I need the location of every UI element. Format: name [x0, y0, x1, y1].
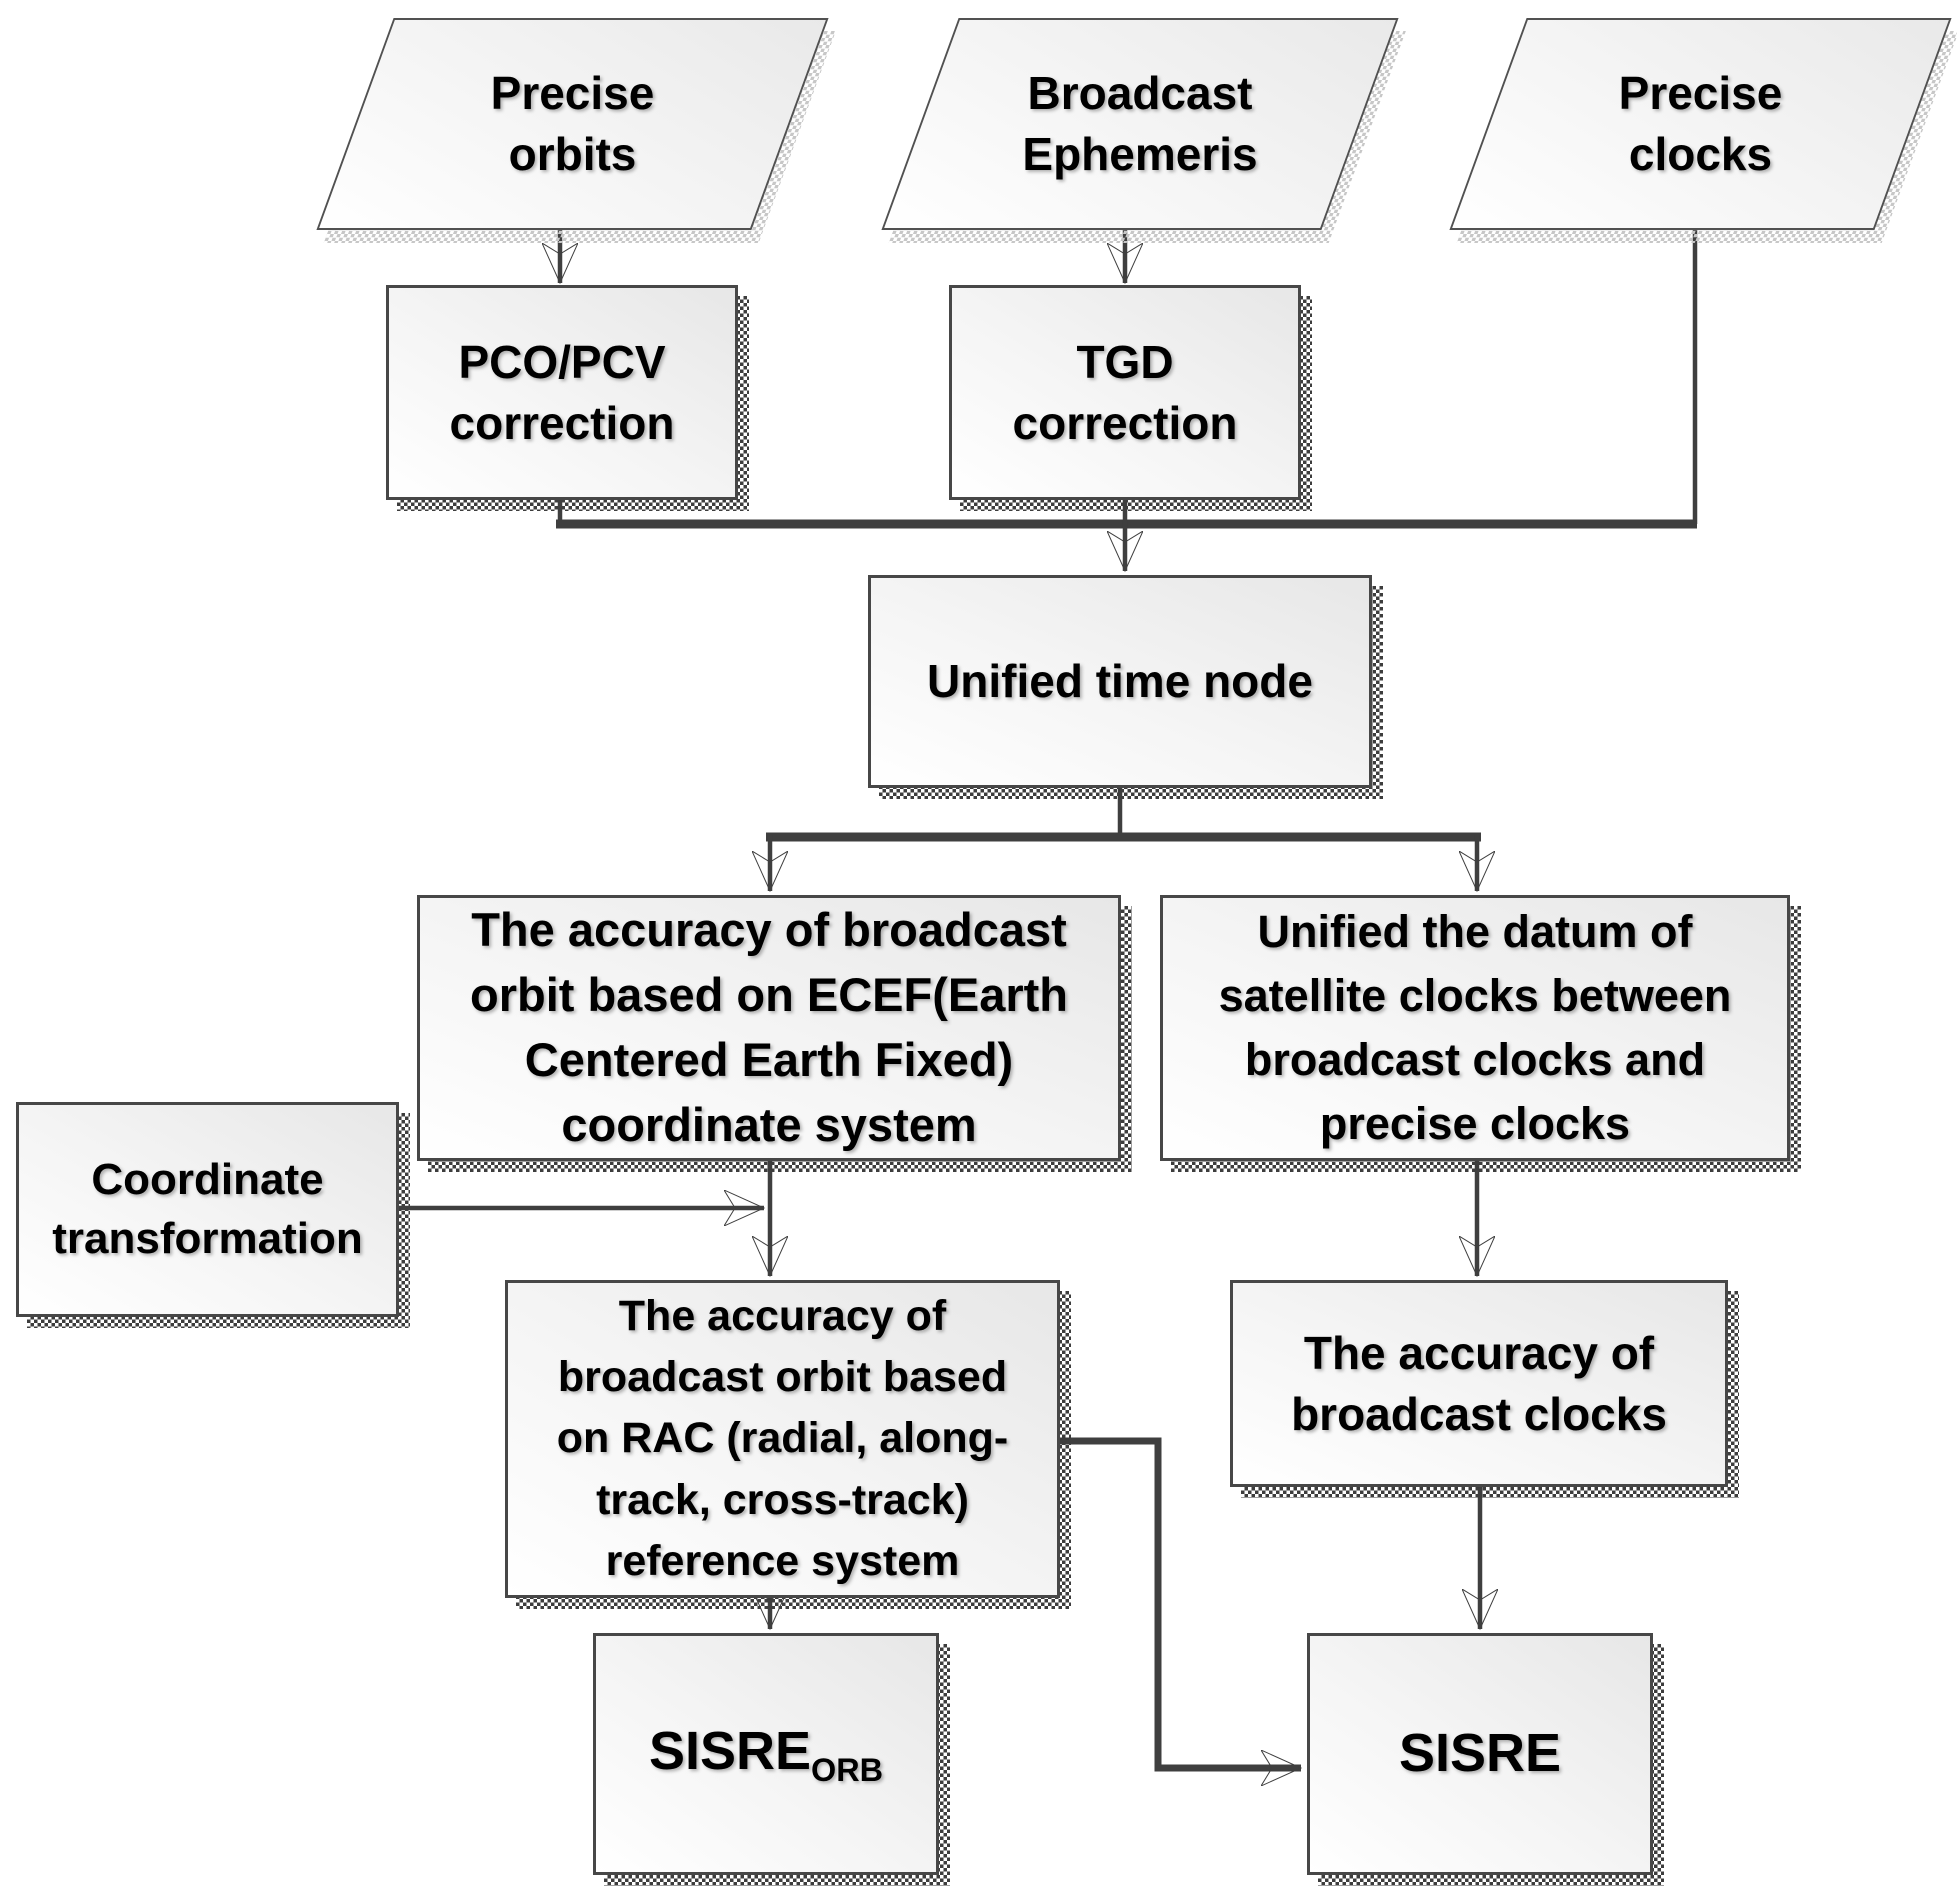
- node-tgd-correction-label: TGD correction: [1012, 335, 1238, 449]
- node-unified-time-node-label: Unified time node: [927, 655, 1313, 708]
- node-precise-orbits: Precise orbits: [355, 18, 790, 230]
- node-precise-clocks-label: Precise clocks: [1618, 67, 1783, 180]
- node-rac-orbit-accuracy: The accuracy of broadcast orbit based on…: [505, 1280, 1071, 1609]
- node-unified-time-node: Unified time node: [868, 575, 1383, 799]
- node-sisre-orb: SISREORB: [593, 1633, 950, 1886]
- node-sisre-label: SISRE: [1398, 1723, 1562, 1784]
- node-broadcast-clocks-accuracy: The accuracy of broadcast clocks: [1230, 1280, 1739, 1498]
- node-ecef-orbit-accuracy: The accuracy of broadcast orbit based on…: [417, 895, 1132, 1172]
- node-sisre: SISRE: [1307, 1633, 1664, 1886]
- node-broadcast-ephemeris: Broadcast Ephemeris: [920, 18, 1360, 230]
- node-precise-orbits-label: Precise orbits: [490, 67, 655, 180]
- node-sisre-orb-label: SISREORB: [641, 1716, 891, 1792]
- arrow-rac-to-sisre: [1060, 1437, 1301, 1768]
- node-clock-datum-unification: Unified the datum of satellite clocks be…: [1160, 895, 1801, 1172]
- node-coordinate-transformation: Coordinate transformation: [16, 1102, 410, 1328]
- sisre-orb-main-text: SISRE: [648, 1721, 812, 1782]
- node-ecef-orbit-accuracy-label: The accuracy of broadcast orbit based on…: [470, 903, 1068, 1151]
- node-tgd-correction: TGD correction: [949, 285, 1312, 511]
- node-broadcast-clocks-accuracy-label: The accuracy of broadcast clocks: [1291, 1326, 1667, 1440]
- node-pco-pcv-correction: PCO/PCV correction: [386, 285, 749, 511]
- node-precise-clocks: Precise clocks: [1488, 18, 1913, 230]
- node-clock-datum-unification-label: Unified the datum of satellite clocks be…: [1218, 906, 1732, 1149]
- node-broadcast-ephemeris-label: Broadcast Ephemeris: [1022, 67, 1258, 180]
- sisre-orb-subscript: ORB: [811, 1752, 884, 1789]
- node-rac-orbit-accuracy-label: The accuracy of broadcast orbit based on…: [556, 1292, 1009, 1585]
- node-coordinate-transformation-label: Coordinate transformation: [52, 1155, 363, 1263]
- node-pco-pcv-correction-label: PCO/PCV correction: [449, 335, 675, 449]
